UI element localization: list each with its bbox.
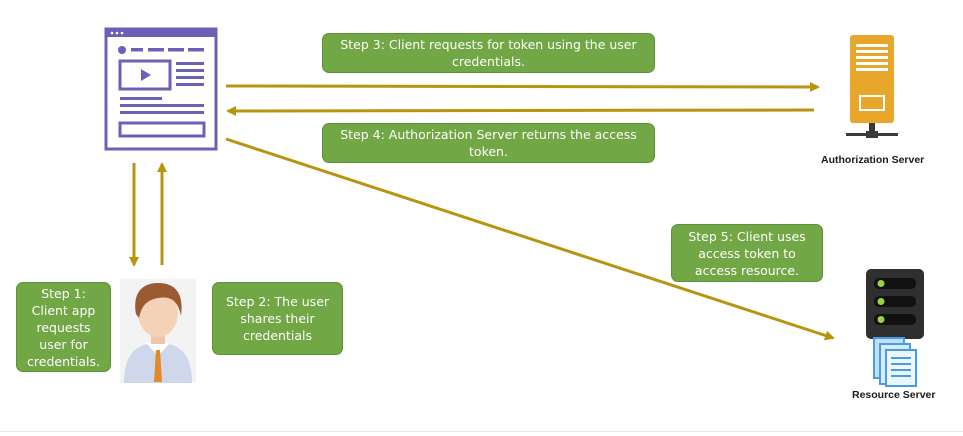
step4-text: Step 4: Authorization Server returns the… [340, 127, 637, 159]
step5-box: Step 5: Client uses access token to acce… [671, 224, 823, 282]
arrow-step3 [225, 81, 820, 92]
auth-server-label: Authorization Server [821, 154, 925, 166]
server-tower-icon [846, 35, 898, 138]
step2-text: Step 2: The user shares their credential… [225, 294, 330, 343]
user-avatar-icon [120, 279, 196, 383]
step4-box: Step 4: Authorization Server returns the… [322, 123, 655, 163]
server-rack-documents-icon [866, 269, 924, 387]
resource-server-label: Resource Server [852, 389, 936, 401]
step1-text: Step 1: Client app requests user for cre… [27, 285, 100, 369]
arrow-step4 [226, 105, 815, 116]
step3-text: Step 3: Client requests for token using … [340, 37, 637, 69]
step2-box: Step 2: The user shares their credential… [212, 282, 343, 355]
arrow-step5 [225, 137, 835, 341]
browser-window-icon [104, 27, 218, 151]
step1-box: Step 1: Client app requests user for cre… [16, 282, 111, 372]
step3-box: Step 3: Client requests for token using … [322, 33, 655, 73]
step5-text: Step 5: Client uses access token to acce… [688, 228, 806, 278]
bottom-divider [0, 431, 963, 432]
